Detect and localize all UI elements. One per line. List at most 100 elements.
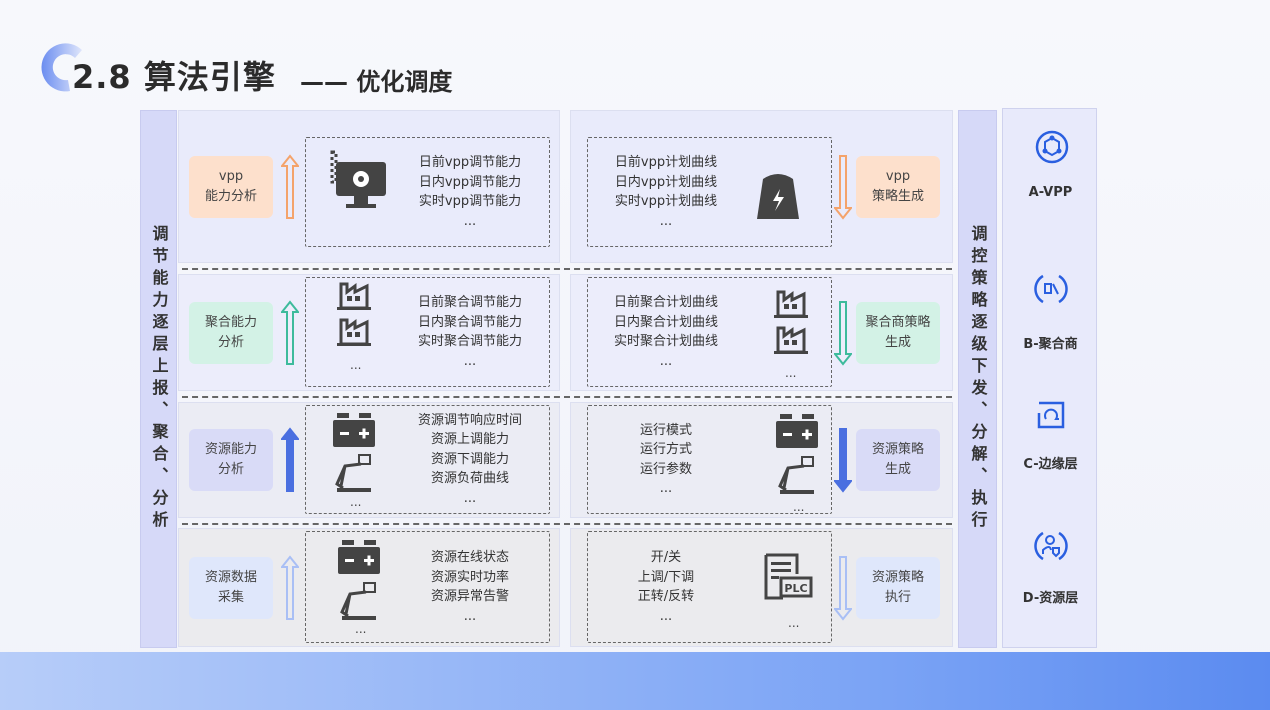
level-label: D-资源层 <box>1022 591 1079 606</box>
row-divider <box>182 268 952 270</box>
analysis-label: 资源数据 采集 <box>189 556 273 619</box>
capability-item: ... <box>463 490 477 506</box>
plan-item: 开/关 <box>650 550 682 565</box>
plan-item: ... <box>659 353 673 369</box>
icon-ellipsis: ... <box>788 616 800 630</box>
icon-ellipsis: ... <box>785 366 797 380</box>
down-arrow-icon <box>832 555 854 625</box>
charging-pile-icon <box>333 454 373 498</box>
capability-item: 资源异常告警 <box>430 589 509 604</box>
plan-item: 日前vpp计划曲线 <box>614 155 718 170</box>
plan-item: 日前聚合计划曲线 <box>613 295 718 310</box>
icon-ellipsis: ... <box>350 495 362 509</box>
brand-logo <box>41 43 82 92</box>
capability-list: 资源调节响应时间资源上调能力资源下调能力资源负荷曲线... <box>400 411 540 509</box>
capability-item: 实时vpp调节能力 <box>418 194 522 209</box>
capability-item: 资源上调能力 <box>430 432 509 448</box>
monitor-icon <box>330 150 392 216</box>
up-arrow-icon <box>279 153 301 224</box>
capability-item: ... <box>463 353 477 369</box>
capability-item: 资源在线状态 <box>430 550 509 565</box>
capability-item: 资源调节响应时间 <box>417 412 522 428</box>
analysis-label: 资源能力 分析 <box>189 429 273 491</box>
icon-ellipsis: ... <box>350 358 362 372</box>
up-arrow-icon <box>279 554 301 625</box>
battery-icon <box>776 414 818 452</box>
capability-item: 日前聚合调节能力 <box>417 295 522 310</box>
footer-band <box>0 652 1270 710</box>
icon-ellipsis: ... <box>355 622 367 636</box>
up-arrow-icon <box>279 427 301 497</box>
plan-item: 实时聚合计划曲线 <box>613 334 718 349</box>
svg-text:PLC: PLC <box>784 582 807 595</box>
plan-box <box>587 137 832 247</box>
strategy-label: 资源策略 执行 <box>856 556 940 619</box>
down-arrow-icon <box>832 154 854 224</box>
page-title: 2.8 算法引擎 <box>72 58 276 96</box>
left-process-bar: 调节能力逐层上报、聚合、分析 <box>140 110 177 648</box>
capability-item: 日前vpp调节能力 <box>418 155 522 170</box>
plan-list: 日前vpp计划曲线日内vpp计划曲线实时vpp计划曲线... <box>596 153 736 231</box>
capability-item: 资源实时功率 <box>430 569 509 585</box>
level-label: C-边缘层 <box>1023 457 1078 472</box>
capability-list: 资源在线状态资源实时功率资源异常告警... <box>400 548 540 626</box>
icon-ellipsis: ... <box>793 500 805 514</box>
capability-list: 日前聚合调节能力日内聚合调节能力实时聚合调节能力... <box>400 293 540 371</box>
left-bar-text: 调节能力逐层上报、聚合、分析 <box>149 225 169 533</box>
plan-item: 日内聚合计划曲线 <box>613 314 718 330</box>
down-arrow-icon <box>832 300 854 370</box>
down-arrow-icon <box>832 427 854 497</box>
capability-item: 资源下调能力 <box>430 451 509 467</box>
row-divider <box>182 396 952 398</box>
level-label: A-VPP <box>1028 185 1073 200</box>
capability-box <box>305 137 550 247</box>
plan-item: 运行参数 <box>639 461 692 477</box>
plan-box <box>587 405 832 514</box>
strategy-label: 资源策略 生成 <box>856 429 940 491</box>
plan-list: 日前聚合计划曲线日内聚合计划曲线实时聚合计划曲线... <box>596 293 736 371</box>
edge-cycle-icon <box>1037 401 1065 429</box>
strategy-label: vpp 策略生成 <box>856 155 940 218</box>
factory-icon <box>337 318 371 350</box>
capability-item: 实时聚合调节能力 <box>417 334 522 349</box>
plan-item: 日内vpp计划曲线 <box>614 174 718 190</box>
charging-pile-icon <box>338 582 378 626</box>
battery-icon <box>333 413 375 451</box>
aggregator-icon <box>1034 274 1068 304</box>
capability-box <box>305 405 550 514</box>
capability-list: 日前vpp调节能力日内vpp调节能力实时vpp调节能力... <box>400 153 540 231</box>
vpp-hub-icon <box>1035 130 1069 164</box>
capability-item: 日内vpp调节能力 <box>418 174 522 190</box>
plan-list: 运行模式运行方式运行参数... <box>596 421 736 499</box>
resource-user-icon <box>1034 531 1068 561</box>
right-process-bar: 调控策略逐级下发、分解、执行 <box>958 110 997 648</box>
plan-list: 开/关上调/下调正转/反转... <box>596 548 736 626</box>
plan-item: 上调/下调 <box>637 569 695 585</box>
charging-pile-icon <box>776 456 816 500</box>
factory-icon <box>774 290 808 322</box>
capability-item: 日内聚合调节能力 <box>417 314 522 330</box>
up-arrow-icon <box>279 299 301 370</box>
plan-item: 正转/反转 <box>637 589 695 604</box>
plc-icon: PLC <box>763 552 813 606</box>
strategy-label: 聚合商策略 生成 <box>856 301 940 364</box>
right-bar-text: 调控策略逐级下发、分解、执行 <box>968 225 988 533</box>
plan-item: 实时vpp计划曲线 <box>614 194 718 209</box>
plan-item: ... <box>659 608 673 624</box>
level-label: B-聚合商 <box>1023 337 1078 352</box>
plan-item: 运行模式 <box>639 422 692 438</box>
factory-icon <box>337 282 371 314</box>
analysis-label: 聚合能力 分析 <box>189 301 273 364</box>
plan-box <box>587 531 832 643</box>
capability-box <box>305 277 550 387</box>
capability-box <box>305 531 550 643</box>
battery-icon <box>338 540 380 578</box>
capability-item: ... <box>463 608 477 624</box>
plan-box <box>587 277 832 387</box>
row-divider <box>182 523 952 525</box>
page-subtitle: —— 优化调度 <box>300 68 453 96</box>
plan-item: ... <box>659 481 673 496</box>
power-plant-icon <box>753 165 803 225</box>
plan-item: 运行方式 <box>639 442 692 457</box>
analysis-label: vpp 能力分析 <box>189 155 273 218</box>
